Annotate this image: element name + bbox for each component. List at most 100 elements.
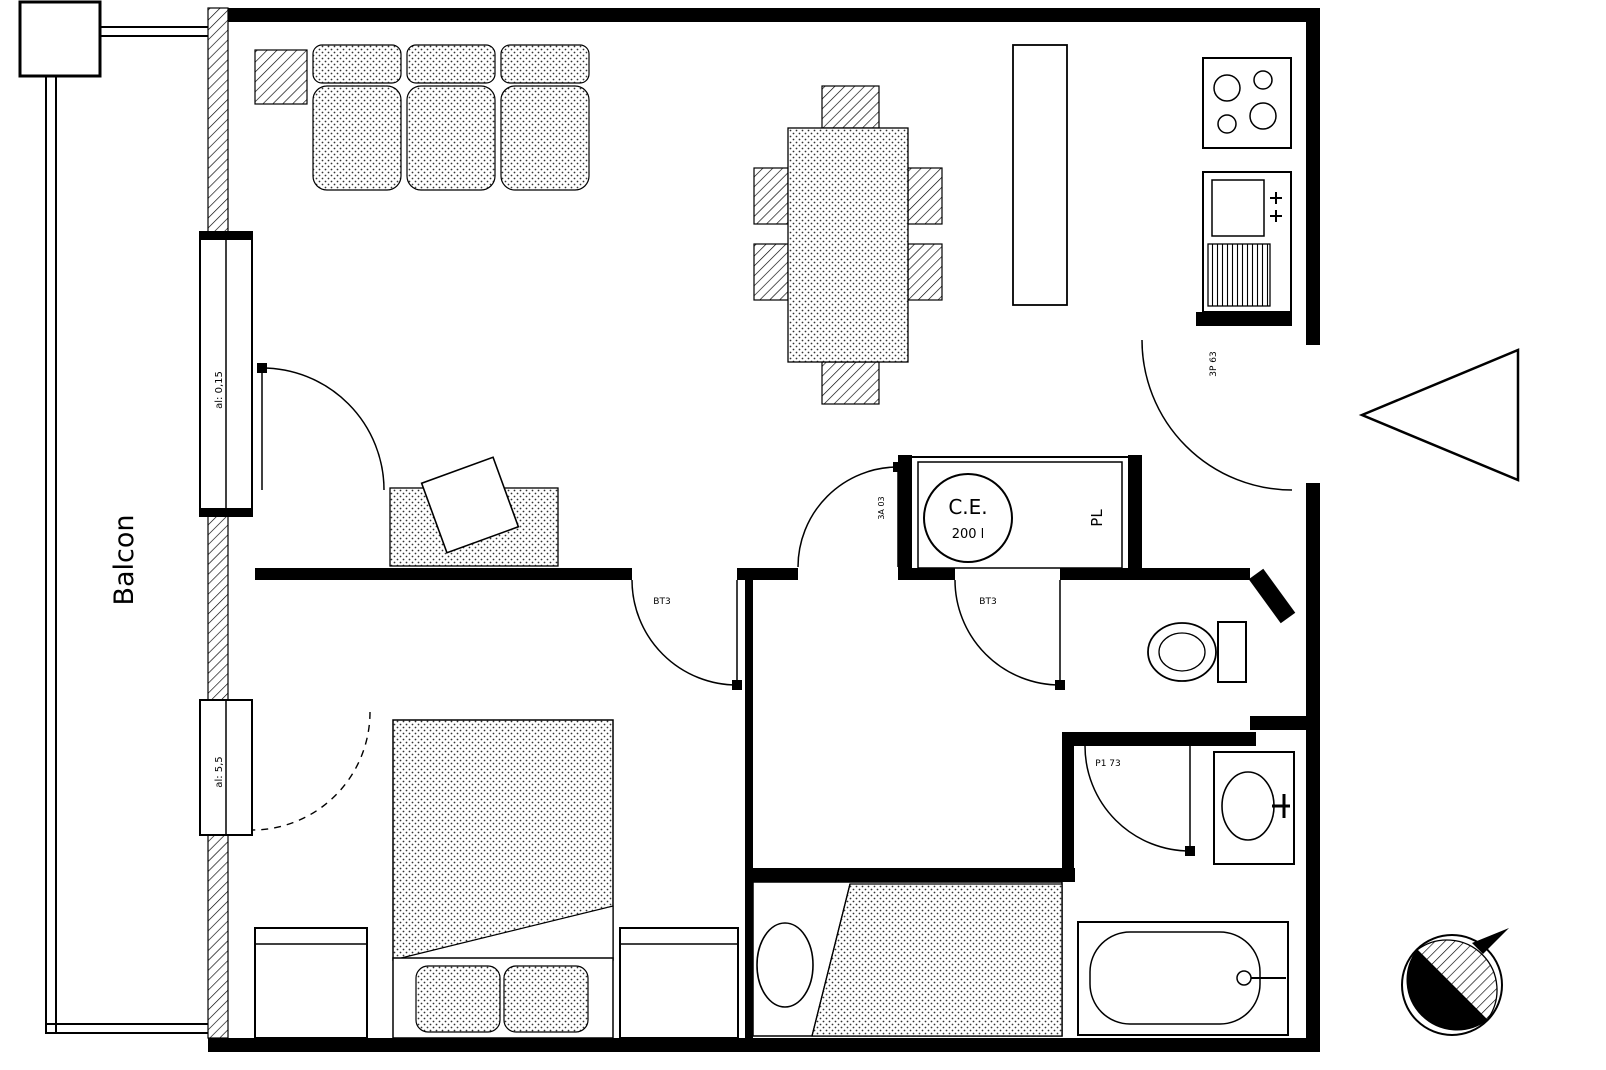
toilet-bowl bbox=[1147, 622, 1217, 682]
dining-chair bbox=[907, 243, 943, 301]
sofa-back-cushion bbox=[312, 44, 402, 84]
wall-right-lower bbox=[1306, 483, 1320, 1052]
sofa-back-cushion bbox=[500, 44, 590, 84]
sofa-seat-cushion bbox=[406, 85, 496, 191]
wall-left-hatched bbox=[207, 7, 229, 233]
door-label-hall: 3A 03 bbox=[877, 496, 886, 519]
door-arc-bedroom-balcony bbox=[251, 711, 371, 831]
wardrobe-left bbox=[254, 927, 368, 1039]
single-bed-pillow bbox=[756, 922, 814, 1008]
cooktop-burner bbox=[1217, 114, 1237, 134]
balcony: Balcon bbox=[18, 0, 208, 1034]
desk-chair bbox=[420, 456, 520, 554]
door-bedroom: BT3 bbox=[631, 579, 742, 690]
wall-left-hatched bbox=[207, 834, 229, 1039]
dining-chair bbox=[753, 243, 789, 301]
wall-bedroom-east bbox=[745, 580, 753, 1038]
wall-closet-bottom-left bbox=[898, 568, 955, 580]
water-heater-label: C.E. bbox=[948, 495, 987, 519]
bed-pillow bbox=[415, 965, 501, 1033]
balcony-label: Balcon bbox=[109, 514, 140, 605]
bed-pillow bbox=[503, 965, 589, 1033]
door-label-balcony-living: al: 0,15 bbox=[214, 371, 225, 409]
door-stop bbox=[732, 680, 742, 690]
door-bathroom: P1 73 bbox=[1084, 745, 1195, 856]
washbasin-bowl bbox=[1221, 771, 1275, 841]
water-heater-circle bbox=[923, 473, 1013, 563]
sofa-back-cushion bbox=[406, 44, 496, 84]
wall-wc-bathroom bbox=[1062, 732, 1256, 746]
door-label-bedroom: BT3 bbox=[653, 597, 670, 607]
toilet bbox=[1147, 621, 1247, 683]
door-stop bbox=[257, 363, 267, 373]
balcony-door-cap bbox=[200, 508, 252, 516]
compass-north-tip bbox=[1472, 928, 1509, 954]
cooktop bbox=[1202, 57, 1292, 149]
door-stop bbox=[893, 462, 903, 472]
compass-black-half bbox=[1406, 949, 1488, 1031]
wardrobe-right bbox=[619, 927, 739, 1039]
bedroom bbox=[254, 456, 739, 1039]
door-stop bbox=[1055, 680, 1065, 690]
dining-chair bbox=[753, 167, 789, 225]
north-compass bbox=[1401, 928, 1509, 1036]
door-arc-wc-closet bbox=[954, 579, 1061, 686]
entrance-arrow-triangle bbox=[1358, 348, 1520, 482]
balcony-door-living: al: 0,15 bbox=[199, 231, 385, 517]
wall-bottom bbox=[208, 1038, 1320, 1052]
cooktop-burner bbox=[1249, 102, 1277, 130]
wall-left-hatched bbox=[207, 515, 229, 701]
kitchen-sink-bowl bbox=[1211, 179, 1265, 237]
entry-threshold bbox=[1196, 312, 1292, 326]
water-heater-volume: 200 l bbox=[952, 527, 985, 542]
kitchen bbox=[1012, 44, 1292, 313]
toilet-tank bbox=[1217, 621, 1247, 683]
double-bed bbox=[392, 719, 614, 961]
door-label-balcony-bedroom: al: 5,5 bbox=[214, 756, 225, 787]
door-arc-living-balcony bbox=[261, 367, 385, 491]
balcony-planter bbox=[18, 0, 102, 78]
wall-stub-hall bbox=[737, 568, 798, 580]
sofa-side-table bbox=[254, 49, 308, 105]
wall-closet-left bbox=[898, 455, 912, 580]
sink-drainer bbox=[1207, 243, 1271, 307]
door-arc-bathroom bbox=[1084, 745, 1191, 852]
balcony-door-cap bbox=[200, 232, 252, 240]
wall-hall-wc bbox=[1060, 568, 1250, 580]
bathtub-inner bbox=[1089, 931, 1261, 1025]
wall-right-upper bbox=[1306, 8, 1320, 345]
door-hall: 3A 03 bbox=[797, 462, 903, 568]
door-label-wc-closet: BT3 bbox=[979, 597, 996, 607]
bathroom bbox=[1077, 751, 1295, 1036]
dining-chair bbox=[907, 167, 943, 225]
compass-hatched-half bbox=[1416, 939, 1498, 1021]
sofa-seat-cushion bbox=[312, 85, 402, 191]
wall-closet-right bbox=[1128, 455, 1142, 580]
door-stop bbox=[1185, 846, 1195, 856]
wall-wc-bathroom-right bbox=[1250, 716, 1306, 730]
wall-living-bedroom bbox=[255, 568, 632, 580]
wall-top bbox=[208, 8, 1320, 22]
door-entry: 3P 63 bbox=[1141, 312, 1293, 491]
sofa-seat-cushion bbox=[500, 85, 590, 191]
door-label-entry: 3P 63 bbox=[1209, 351, 1219, 376]
sofa bbox=[254, 44, 590, 191]
water-heater-closet: C.E. 200 l PL bbox=[923, 473, 1106, 563]
dining-table bbox=[787, 127, 909, 363]
cooktop-burner bbox=[1253, 70, 1273, 90]
balcony-door-bedroom: al: 5,5 bbox=[199, 699, 371, 836]
entrance-arrow bbox=[1358, 348, 1520, 482]
single-bed-mattress bbox=[811, 883, 1063, 1037]
outer-walls bbox=[207, 7, 1320, 1052]
toilet-bowl-inner bbox=[1158, 632, 1206, 672]
door-label-bathroom: P1 73 bbox=[1095, 759, 1120, 769]
door-wc-closet: BT3 bbox=[954, 579, 1065, 690]
wall-hall-bathroom bbox=[1062, 732, 1074, 882]
door-arc-entry bbox=[1141, 339, 1293, 491]
wc-door-leaf-diagonal bbox=[1248, 568, 1296, 624]
dining-chair bbox=[821, 361, 880, 405]
wall-niche-top bbox=[745, 868, 1075, 882]
cooktop-burner bbox=[1213, 74, 1241, 102]
